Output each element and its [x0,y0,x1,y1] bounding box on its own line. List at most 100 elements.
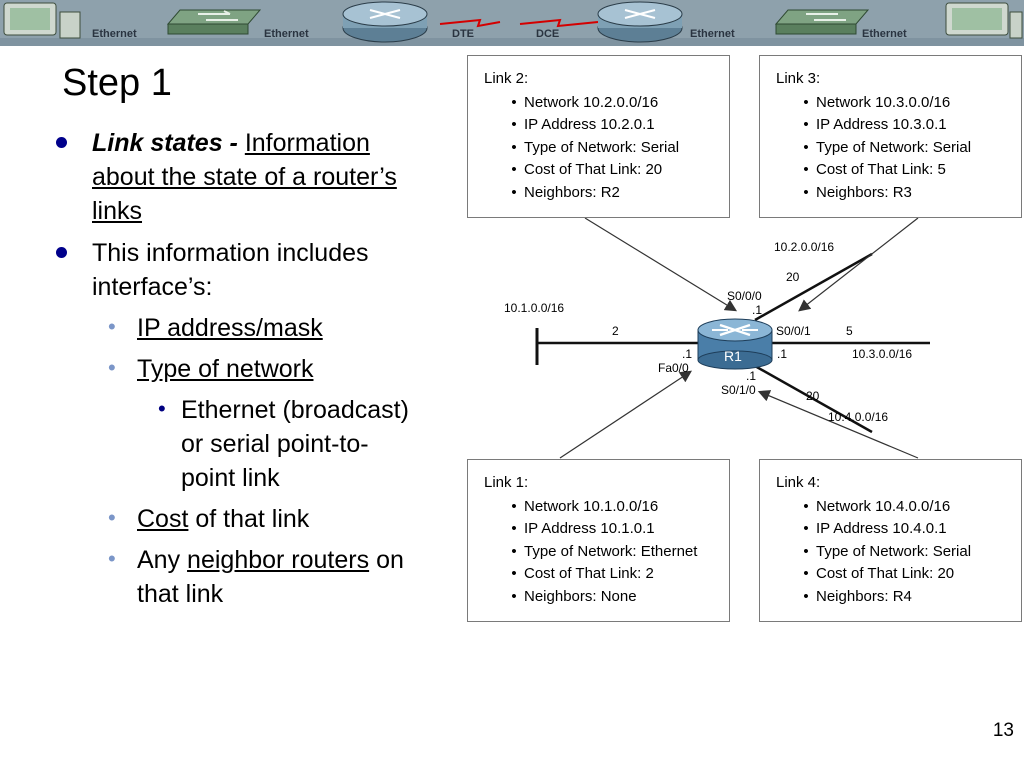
link3-box: Link 3: Network 10.3.0.0/16 IP Address 1… [759,55,1022,218]
link4-item: Cost of That Link: 20 [776,563,971,585]
label-cost-5: 5 [846,324,853,338]
label-s001: S0/0/1 [776,324,811,338]
sub-bullet-marker: • [108,314,116,339]
sub-bullet-cost: Cost of that link [137,502,309,536]
link2-line [754,252,873,322]
link3-item: Neighbors: R3 [776,182,971,204]
link4-item: Type of Network: Serial [776,541,971,563]
arrow-link4 [757,390,919,459]
banner-label-dce: DCE [536,28,560,40]
bullet-link-states-line3: links [92,194,142,228]
link-states-text-2: about the state of a router’s [92,163,397,191]
router-icon-left [342,1,428,43]
label-fa-ip: .1 [682,347,693,361]
label-cost-20-bottom: 20 [806,389,820,403]
sub-bullet-marker: • [108,355,116,380]
link1-item: Cost of That Link: 2 [484,563,697,585]
sub-type-text: Type of network [137,355,314,383]
banner-label-ethernet-4: Ethernet [862,28,907,40]
link-states-text-1: Information [244,129,370,157]
label-net-10-4: 10.4.0.0/16 [828,410,889,424]
link1-item: IP Address 10.1.0.1 [484,518,697,540]
banner-label-ethernet-3: Ethernet [690,28,735,40]
bullet-info-line1: This information includes [92,239,369,267]
subsub-line1: Ethernet (broadcast) [181,396,409,424]
link3-title: Link 3: [776,70,821,87]
banner-label-ethernet-1: Ethernet [92,28,137,40]
sub-bullet-neighbor: Any neighbor routers on [137,543,404,577]
bullet-info-line2: interface’s: [92,273,213,301]
link2-box: Link 2: Network 10.2.0.0/16 IP Address 1… [467,55,730,218]
link1-title: Link 1: [484,474,529,491]
subsub-line2: or serial point-to- [181,430,369,458]
link2-item: Type of Network: Serial [484,137,679,159]
label-cost-2: 2 [612,324,619,338]
banner-label-ethernet-2: Ethernet [264,28,309,40]
link2-item: Cost of That Link: 20 [484,159,679,181]
sub-ip-text: IP address/mask [137,314,323,342]
slide-title: Step 1 [62,62,172,104]
bullet-marker [56,247,67,258]
network-banner: Ethernet Ethernet DTE DCE Ethernet Ether… [0,0,1024,46]
sub-bullet-ip: IP address/mask [137,311,323,345]
link4-item: Network 10.4.0.0/16 [776,496,971,518]
link1-item: Network 10.1.0.0/16 [484,496,697,518]
subsub-bullet-marker: • [158,396,166,421]
router-r1-label: R1 [724,348,742,364]
banner-label-dte: DTE [452,28,474,40]
bullet-link-states-line2: about the state of a router’s [92,160,397,194]
pc-icon-right [945,2,1023,39]
sub-bullet-type: Type of network [137,352,313,386]
sub-cost-term: Cost [137,505,189,533]
link1-item: Neighbors: None [484,586,697,608]
link3-item: Network 10.3.0.0/16 [776,92,971,114]
link3-item: IP Address 10.3.0.1 [776,114,971,136]
label-s000: S0/0/0 [727,289,762,303]
sub-neighbor-post: on [376,546,404,574]
link2-item: Neighbors: R2 [484,182,679,204]
link2-title: Link 2: [484,70,529,87]
link4-box: Link 4: Network 10.4.0.0/16 IP Address 1… [759,459,1022,622]
sub-neighbor-pre: Any [137,546,181,574]
label-net-10-2: 10.2.0.0/16 [774,240,835,254]
bullet-marker [56,137,67,148]
arrow-link3 [798,217,919,312]
label-s010: S0/1/0 [721,383,756,397]
link2-item: IP Address 10.2.0.1 [484,114,679,136]
link4-item: IP Address 10.4.0.1 [776,518,971,540]
link3-item: Cost of That Link: 5 [776,159,971,181]
label-s001-ip: .1 [777,347,788,361]
label-net-10-1: 10.1.0.0/16 [504,301,565,315]
sub-bullet-marker: • [108,546,116,571]
link4-title: Link 4: [776,474,821,491]
arrow-link1 [559,370,693,459]
serial-link-icon [439,18,599,28]
link1-box: Link 1: Network 10.1.0.0/16 IP Address 1… [467,459,730,622]
link-states-text-3: links [92,197,143,225]
link4-line [754,364,873,434]
link3-item: Type of Network: Serial [776,137,971,159]
sub-cost-rest: of that link [195,505,310,533]
label-s010-ip: .1 [746,369,757,383]
link1-item: Type of Network: Ethernet [484,541,697,563]
sub-neighbor-line2: that link [137,580,224,608]
link-states-term: Link states - [92,129,238,157]
label-net-10-3: 10.3.0.0/16 [852,347,913,361]
arrow-link2 [584,217,738,312]
switch-icon-right [774,9,870,35]
label-cost-20-top: 20 [786,270,800,284]
router-r1-icon [697,318,773,370]
link2-item: Network 10.2.0.0/16 [484,92,679,114]
subsub-line3: point link [181,464,280,492]
bullet-link-states: Link states - Information [92,126,370,160]
banner-graphic [0,0,1024,46]
pc-icon-left [3,2,81,39]
label-s000-ip: .1 [752,303,763,317]
router-icon-right [597,1,683,43]
link4-item: Neighbors: R4 [776,586,971,608]
page-number: 13 [992,720,1014,741]
sub-bullet-marker: • [108,505,116,530]
label-fa00: Fa0/0 [658,361,689,375]
switch-icon-left [166,9,262,35]
